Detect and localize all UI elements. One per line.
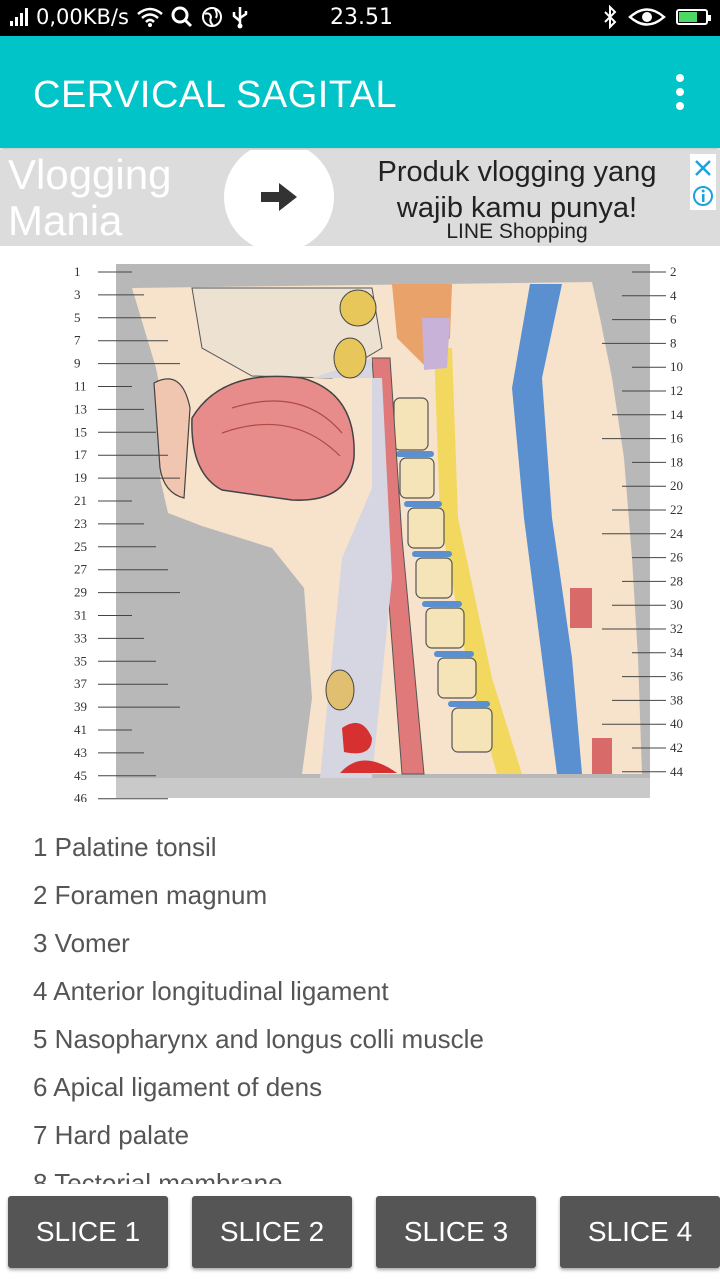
diagram-label-left: 37 [74, 676, 88, 691]
ad-headline: Produk vlogging yang wajib kamu punya! [377, 156, 657, 224]
diagram-label-left: 46 [74, 791, 88, 802]
diagram-label-right: 30 [670, 597, 683, 612]
diagram-label-left: 3 [74, 287, 81, 302]
arrow-right-icon [261, 183, 297, 211]
diagram-label-right: 12 [670, 383, 683, 398]
slice-2-button[interactable]: SLICE 2 [192, 1196, 352, 1268]
diagram-label-left: 13 [74, 401, 87, 416]
eye-icon [628, 8, 666, 26]
globe-icon [201, 7, 222, 27]
bluetooth-icon [604, 5, 617, 29]
diagram-label-left: 41 [74, 722, 87, 737]
diagram-label-left: 19 [74, 470, 87, 485]
diagram-label-left: 9 [74, 356, 81, 371]
diagram-label-right: 24 [670, 526, 684, 541]
diagram-label-right: 6 [670, 312, 677, 327]
list-item: 8 Tectorial membrane [33, 1168, 283, 1184]
diagram-label-right: 32 [670, 621, 683, 636]
diagram-label-left: 45 [74, 768, 87, 783]
page-title: CERVICAL SAGITAL [33, 74, 398, 116]
diagram-label-right: 34 [670, 645, 684, 660]
slice-button-bar: SLICE 1 SLICE 2 SLICE 3 SLICE 4 [0, 1186, 720, 1280]
diagram-label-left: 33 [74, 630, 87, 645]
list-item: 1 Palatine tonsil [33, 832, 217, 862]
diagram-label-left: 15 [74, 424, 87, 439]
diagram-label-left: 17 [74, 447, 88, 462]
diagram-label-right: 42 [670, 740, 683, 755]
diagram-label-left: 43 [74, 745, 87, 760]
search-icon [171, 6, 193, 28]
slice-3-button[interactable]: SLICE 3 [376, 1196, 536, 1268]
list-item: 2 Foramen magnum [33, 880, 268, 910]
diagram-label-right: 2 [670, 264, 677, 279]
ad-close-button[interactable] [690, 154, 716, 210]
diagram-label-left: 31 [74, 608, 87, 623]
net-speed: 0,00KB/s [36, 5, 129, 29]
diagram-label-left: 25 [74, 539, 87, 554]
diagram-label-left: 21 [74, 493, 87, 508]
list-item: 5 Nasopharynx and longus colli muscle [33, 1024, 484, 1054]
usb-icon [232, 7, 248, 29]
diagram-label-right: 22 [670, 502, 683, 517]
battery-icon [676, 9, 711, 25]
diagram-label-right: 38 [670, 692, 683, 707]
status-bar: 0,00KB/s 23.51 [0, 0, 720, 36]
diagram-label-right: 40 [670, 716, 683, 731]
diagram-label-right: 16 [670, 431, 684, 446]
info-icon [693, 185, 713, 206]
diagram-label-right: 4 [670, 288, 677, 303]
status-time: 23.51 [330, 5, 393, 30]
diagram-label-right: 26 [670, 550, 684, 565]
cervical-sagittal-diagram: 1357911131517192123252729313335373941434… [74, 264, 684, 802]
ad-banner[interactable]: Vlogging Mania Produk vlogging yang waji… [0, 150, 720, 246]
list-item: 7 Hard palate [33, 1120, 190, 1150]
diagram-label-left: 35 [74, 653, 87, 668]
more-vert-icon[interactable] [670, 74, 690, 110]
diagram-label-right: 44 [670, 764, 684, 779]
diagram-label-left: 5 [74, 310, 81, 325]
diagram-label-right: 14 [670, 407, 684, 422]
diagram-label-left: 23 [74, 516, 87, 531]
diagram-label-left: 7 [74, 333, 81, 348]
diagram-label-left: 27 [74, 562, 88, 577]
list-item: 3 Vomer [33, 928, 130, 958]
list-item: 4 Anterior longitudinal ligament [33, 976, 389, 1006]
app-bar: CERVICAL SAGITAL [0, 36, 720, 148]
ad-source: LINE Shopping [446, 220, 588, 243]
diagram-label-right: 10 [670, 359, 683, 374]
ad-arrow-button[interactable] [224, 150, 334, 246]
list-item: 6 Apical ligament of dens [33, 1072, 323, 1102]
slice-1-button[interactable]: SLICE 1 [8, 1196, 168, 1268]
diagram-label-right: 20 [670, 478, 683, 493]
close-icon [695, 159, 711, 176]
signal-icon [10, 8, 28, 26]
diagram-label-left: 1 [74, 264, 81, 279]
diagram-label-left: 11 [74, 379, 87, 394]
diagram-label-right: 8 [670, 335, 677, 350]
slice-4-button[interactable]: SLICE 4 [560, 1196, 720, 1268]
diagram-label-right: 36 [670, 669, 684, 684]
ad-brand: Vlogging Mania [8, 151, 172, 244]
diagram-label-left: 39 [74, 699, 87, 714]
diagram-label-right: 28 [670, 573, 683, 588]
diagram-label-left: 29 [74, 585, 87, 600]
labels-list[interactable]: 1 Palatine tonsil 2 Foramen magnum 3 Vomer… [0, 822, 720, 1184]
wifi-icon [137, 7, 163, 27]
diagram-label-right: 18 [670, 454, 683, 469]
